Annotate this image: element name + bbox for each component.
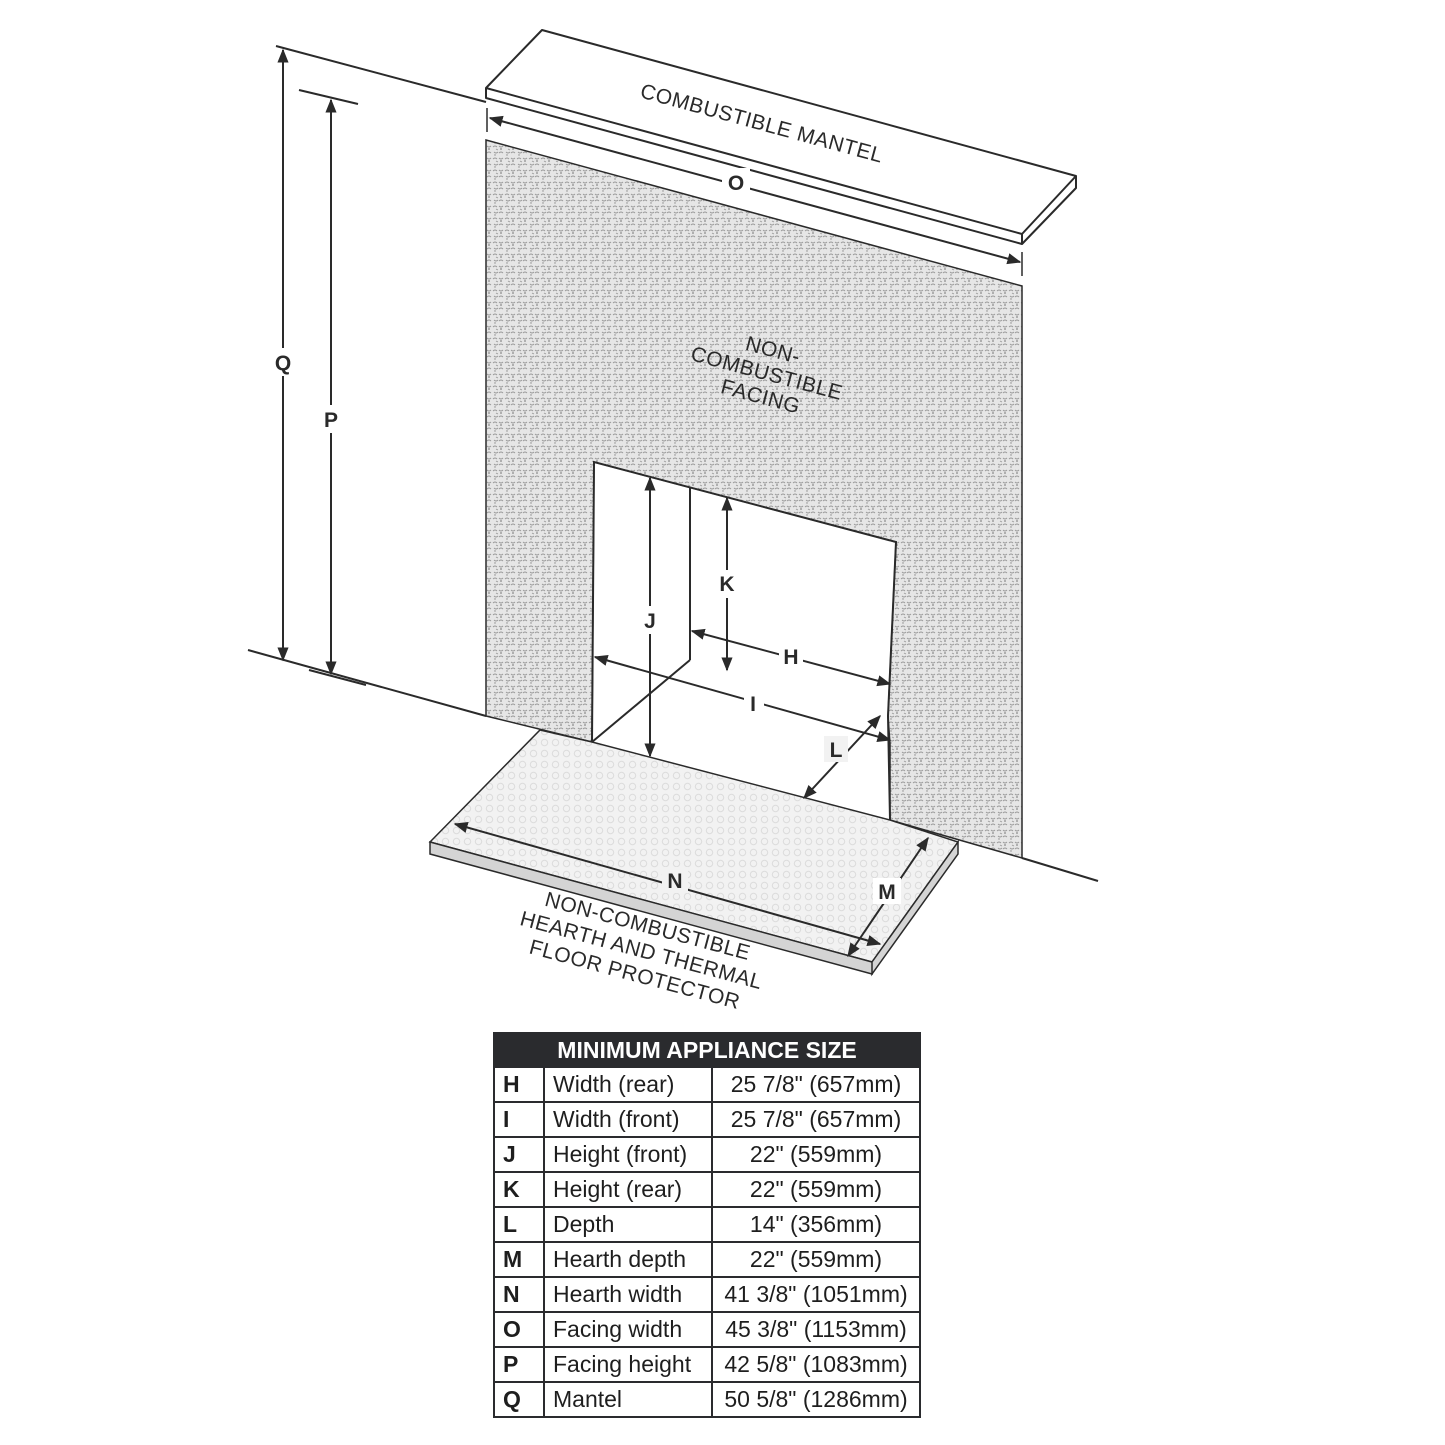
row-label: Width (front)	[543, 1101, 713, 1138]
row-label: Depth	[543, 1206, 713, 1243]
facing-opening-outline	[591, 460, 898, 821]
table-row: K Height (rear) 22" (559mm)	[493, 1171, 921, 1208]
row-label: Hearth width	[543, 1276, 713, 1313]
dim-H-letter: H	[783, 646, 798, 669]
firebox-floor-left	[591, 659, 691, 743]
dim-K-letter: K	[719, 573, 734, 596]
row-key: P	[493, 1346, 545, 1383]
dim-M-gap	[873, 878, 901, 904]
row-label: Hearth depth	[543, 1241, 713, 1278]
row-value: 41 3/8" (1051mm)	[711, 1276, 921, 1313]
dim-L-letter: L	[830, 739, 843, 762]
dim-I-letter: I	[750, 693, 756, 716]
row-key: K	[493, 1171, 545, 1208]
row-value: 25 7/8" (657mm)	[711, 1101, 921, 1138]
dim-P-gap	[319, 405, 343, 433]
table-row: I Width (front) 25 7/8" (657mm)	[493, 1101, 921, 1138]
row-label: Height (rear)	[543, 1171, 713, 1208]
row-value: 14" (356mm)	[711, 1206, 921, 1243]
row-key: Q	[493, 1381, 545, 1418]
row-value: 22" (559mm)	[711, 1241, 921, 1278]
dim-P-tick-bottom	[308, 669, 367, 686]
row-value: 22" (559mm)	[711, 1171, 921, 1208]
table-row: J Height (front) 22" (559mm)	[493, 1136, 921, 1173]
row-key: H	[493, 1066, 545, 1103]
dim-Q-gap	[271, 348, 295, 376]
dim-N-letter: N	[667, 870, 682, 893]
dim-N-gap	[662, 867, 688, 893]
dim-L-gap	[824, 736, 848, 762]
row-key: N	[493, 1276, 545, 1313]
row-value: 50 5/8" (1286mm)	[711, 1381, 921, 1418]
row-label: Mantel	[543, 1381, 713, 1418]
table-row: L Depth 14" (356mm)	[493, 1206, 921, 1243]
minimum-appliance-size-table: MINIMUM APPLIANCE SIZE H Width (rear) 25…	[493, 1032, 921, 1418]
fireplace-clearance-diagram: O Q P J K H I L N M COMBUSTIBLE MANTEL N…	[247, 29, 1099, 1014]
dim-P-letter: P	[324, 409, 338, 432]
row-label: Width (rear)	[543, 1066, 713, 1103]
dim-P-tick-top	[298, 89, 359, 105]
table-row: H Width (rear) 25 7/8" (657mm)	[493, 1066, 921, 1103]
table-header-row: MINIMUM APPLIANCE SIZE	[493, 1032, 921, 1068]
dim-J-letter: J	[644, 610, 656, 633]
row-key: M	[493, 1241, 545, 1278]
table-row: Q Mantel 50 5/8" (1286mm)	[493, 1381, 921, 1418]
table-row: P Facing height 42 5/8" (1083mm)	[493, 1346, 921, 1383]
row-label: Facing height	[543, 1346, 713, 1383]
row-key: L	[493, 1206, 545, 1243]
table-row: O Facing width 45 3/8" (1153mm)	[493, 1311, 921, 1348]
table-title: MINIMUM APPLIANCE SIZE	[493, 1032, 921, 1068]
floor-line-right	[1021, 857, 1099, 882]
wall-top-line	[275, 45, 487, 103]
table-row: N Hearth width 41 3/8" (1051mm)	[493, 1276, 921, 1313]
dim-J-gap	[638, 606, 662, 634]
row-value: 25 7/8" (657mm)	[711, 1066, 921, 1103]
dim-Q-letter: Q	[275, 352, 291, 375]
dim-O-letter: O	[728, 172, 744, 195]
row-value: 45 3/8" (1153mm)	[711, 1311, 921, 1348]
row-value: 22" (559mm)	[711, 1136, 921, 1173]
dim-I-line	[593, 655, 892, 742]
dim-O-gap	[722, 168, 750, 194]
dim-O-line	[488, 115, 1022, 265]
row-key: J	[493, 1136, 545, 1173]
row-key: I	[493, 1101, 545, 1138]
row-key: O	[493, 1311, 545, 1348]
dim-M-letter: M	[878, 881, 896, 904]
row-label: Facing width	[543, 1311, 713, 1348]
row-value: 42 5/8" (1083mm)	[711, 1346, 921, 1383]
table-row: M Hearth depth 22" (559mm)	[493, 1241, 921, 1278]
dim-K-gap	[715, 570, 739, 598]
row-label: Height (front)	[543, 1136, 713, 1173]
dim-I-gap	[744, 690, 764, 716]
